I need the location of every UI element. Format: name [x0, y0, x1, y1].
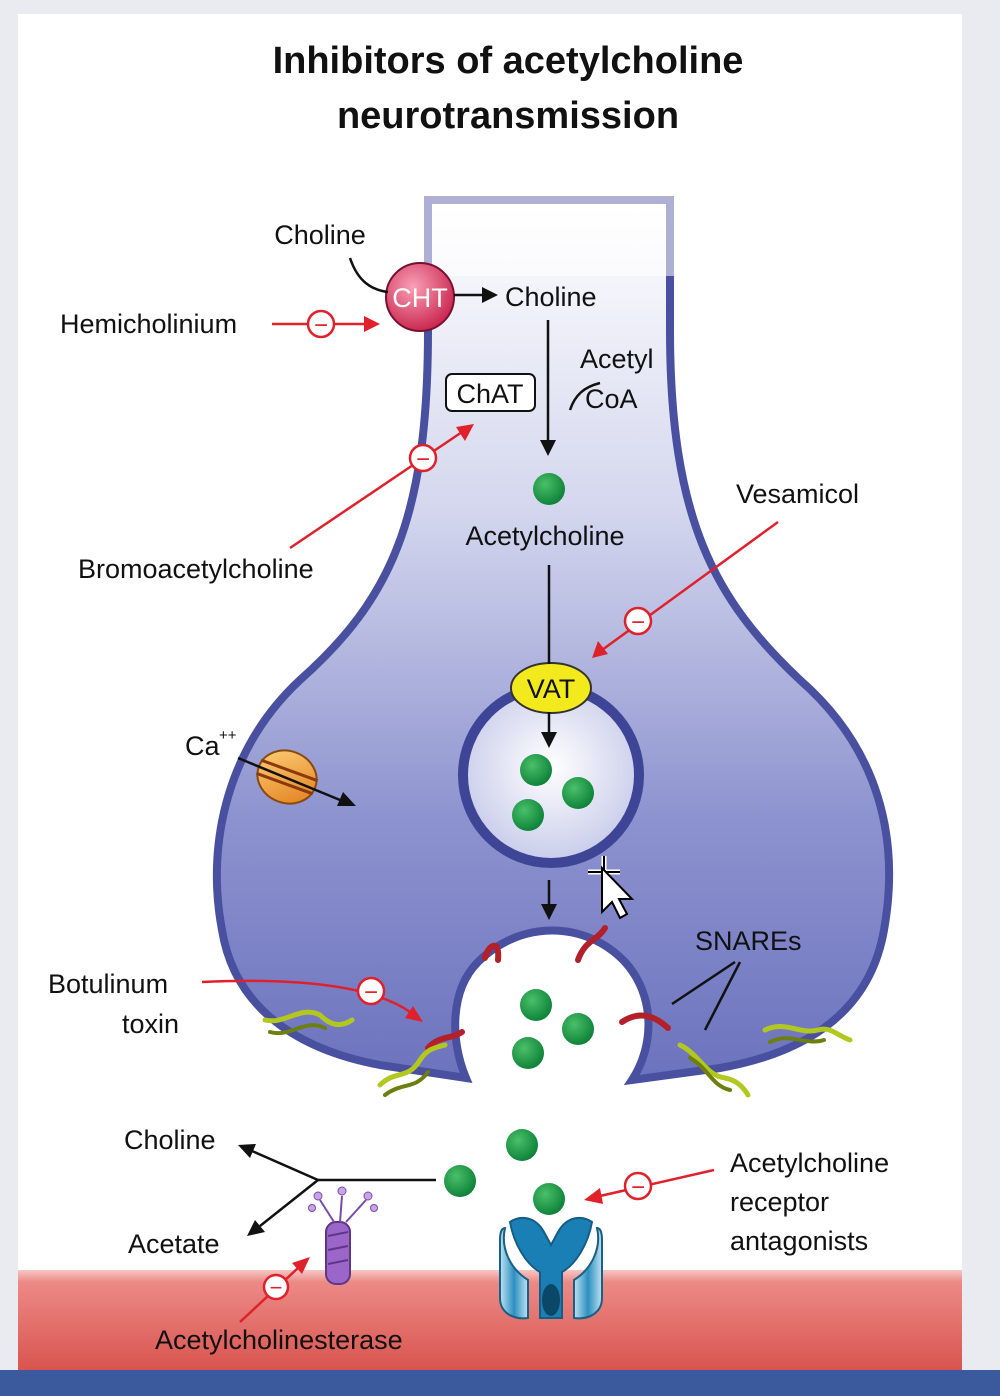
- choline-outside-label: Choline: [274, 220, 366, 250]
- mouse-move-cursor-icon: [588, 856, 635, 920]
- vat-label: VAT: [527, 674, 576, 704]
- acetylcholine-receptor: [499, 1216, 603, 1320]
- ache-inhibition-icon: [262, 1273, 290, 1301]
- acetylcholine-molecule: [533, 1183, 565, 1215]
- hemicholinium-inhibition-icon: [306, 309, 336, 339]
- bromoacetylcholine-label: Bromoacetylcholine: [78, 554, 314, 584]
- inhibition-symbol: −: [631, 1174, 645, 1201]
- receptor-antagonists-label-line-1: Acetylcholine: [730, 1148, 889, 1178]
- hemicholinium-label: Hemicholinium: [60, 309, 237, 339]
- acetylcholine-molecule: [444, 1165, 476, 1197]
- acetate-product-label: Acetate: [128, 1229, 220, 1259]
- snares-label: SNAREs: [695, 926, 802, 956]
- acetylcholine-molecule: [562, 1013, 594, 1045]
- bromoacetylcholine-inhibition-icon: [408, 443, 438, 473]
- vesamicol-label: Vesamicol: [736, 479, 859, 509]
- ca-charge-label: ++: [219, 727, 237, 744]
- receptor-antagonist-inhibition-icon: [623, 1171, 653, 1201]
- chat-label: ChAT: [456, 379, 523, 409]
- coa-label: CoA: [585, 384, 638, 414]
- botulinum-inhibition-icon: [356, 976, 386, 1006]
- cht-transporter: [385, 262, 455, 332]
- diagram: VAT CHT Inhibitors of acetylcholine neur…: [18, 40, 962, 1370]
- choline-product-label: Choline: [124, 1125, 216, 1155]
- slide: VAT CHT Inhibitors of acetylcholine neur…: [18, 14, 962, 1370]
- presynaptic-terminal: [212, 196, 894, 1086]
- chat-enzyme: [445, 373, 536, 412]
- acetylcholinesterase-enzyme: [308, 1186, 378, 1285]
- acetylcholine-molecule: [512, 1037, 544, 1069]
- snare-proteins: [262, 925, 853, 1098]
- acetylcholine-molecule: [520, 989, 552, 1021]
- title-line-2: neurotransmission: [337, 95, 679, 137]
- acetylcholine-label: Acetylcholine: [465, 521, 624, 551]
- acetylcholine-molecule: [506, 1129, 538, 1161]
- botulinum-label-line-1: Botulinum: [48, 969, 168, 999]
- acetylcholine-molecule: [520, 754, 552, 786]
- receptor-antagonists-label-line-2: receptor: [730, 1187, 829, 1217]
- ache-inhibitors-label: Acetylcholinesterase: [155, 1325, 403, 1355]
- receptor-antagonists-label-line-3: antagonists: [730, 1226, 868, 1256]
- acetylcholine-molecule: [562, 777, 594, 809]
- postsynaptic-membrane: [18, 1270, 962, 1370]
- ca-ion-label: Ca: [185, 731, 220, 761]
- vat-transporter: [510, 662, 592, 714]
- inhibition-symbol: −: [416, 446, 430, 473]
- inhibition-symbol: −: [631, 609, 645, 636]
- botulinum-label-line-2: toxin: [122, 1009, 179, 1039]
- inhibition-symbol: −: [364, 979, 378, 1006]
- vesamicol-inhibition-icon: [623, 606, 653, 636]
- taskbar-strip: [0, 1370, 1000, 1396]
- inhibition-symbol: −: [270, 1275, 283, 1300]
- title-line-1: Inhibitors of acetylcholine: [273, 40, 744, 82]
- choline-inside-label: Choline: [505, 282, 597, 312]
- inhibition-symbol: −: [314, 312, 328, 339]
- acetyl-label: Acetyl: [580, 344, 654, 374]
- cht-label: CHT: [392, 283, 448, 313]
- acetylcholine-molecule: [533, 473, 565, 505]
- acetylcholine-molecule: [512, 799, 544, 831]
